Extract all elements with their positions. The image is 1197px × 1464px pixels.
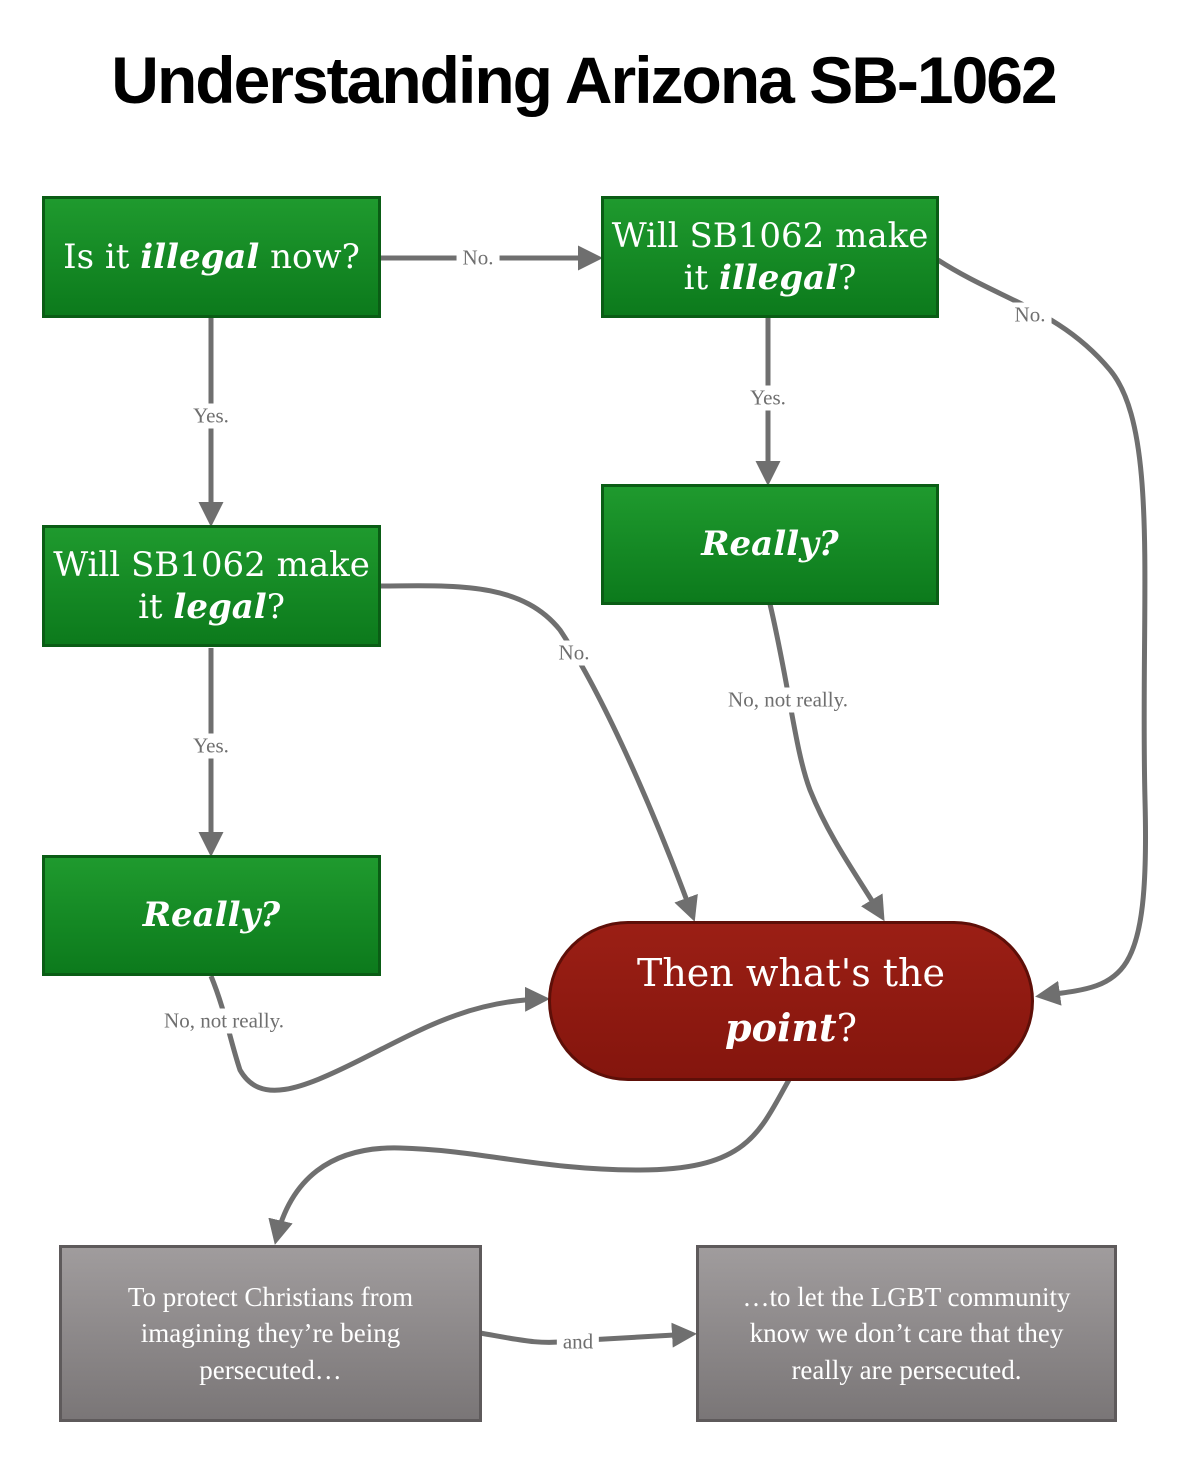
node-emphasis: point	[725, 1004, 837, 1050]
node-text: …to let the LGBT community know we don’t…	[742, 1281, 1071, 1385]
node-is-it-illegal: Is it illegal now?	[42, 196, 381, 318]
node-lgbt-community: …to let the LGBT community know we don’t…	[696, 1245, 1117, 1422]
edge-label-really-right-no: No, not really.	[722, 687, 854, 713]
edge-q2-no	[936, 257, 1149, 1006]
diagram-title: Understanding Arizona SB-1062	[111, 43, 1057, 117]
node-text: it	[138, 587, 174, 627]
node-text: ?	[836, 1005, 857, 1050]
edge-label-q1-yes: Yes.	[187, 403, 235, 429]
edge-label-q3-no: No.	[552, 640, 596, 666]
node-text: now?	[259, 236, 360, 277]
node-protect-christians: To protect Christians from imagining the…	[59, 1245, 482, 1422]
node-line: Then what's the	[636, 951, 946, 996]
edge-point-to-protect	[268, 1076, 793, 1245]
node-emphasis: Really?	[142, 895, 281, 936]
node-emphasis: illegal	[719, 258, 839, 298]
node-line: Will SB1062 make	[611, 215, 929, 256]
edge-label-q1-no: No.	[456, 245, 500, 271]
node-line: Will SB1062 make	[53, 544, 370, 585]
node-text: it	[683, 258, 719, 298]
edge-label-q3-yes: Yes.	[187, 733, 235, 759]
edge-label-q2-yes: Yes.	[744, 385, 792, 411]
node-whats-the-point: Then what's the point?	[548, 921, 1034, 1081]
edge-really-left-no	[208, 975, 550, 1093]
node-emphasis: Really?	[701, 524, 839, 565]
node-emphasis: legal	[173, 587, 267, 627]
node-text: Is it	[63, 236, 141, 277]
edge-label-and: and	[556, 1329, 600, 1355]
node-text: ?	[266, 587, 285, 627]
edge-label-really-left-no: No, not really.	[158, 1008, 290, 1034]
node-really-left: Really?	[42, 855, 381, 976]
edge-really-right-no	[767, 603, 885, 922]
node-text: ?	[838, 258, 857, 298]
edge-label-q2-no: No.	[1008, 302, 1052, 328]
edge-q3-no	[379, 583, 698, 922]
node-emphasis: illegal	[140, 236, 260, 277]
node-really-right: Really?	[601, 484, 939, 605]
node-text: To protect Christians from imagining the…	[127, 1281, 414, 1385]
